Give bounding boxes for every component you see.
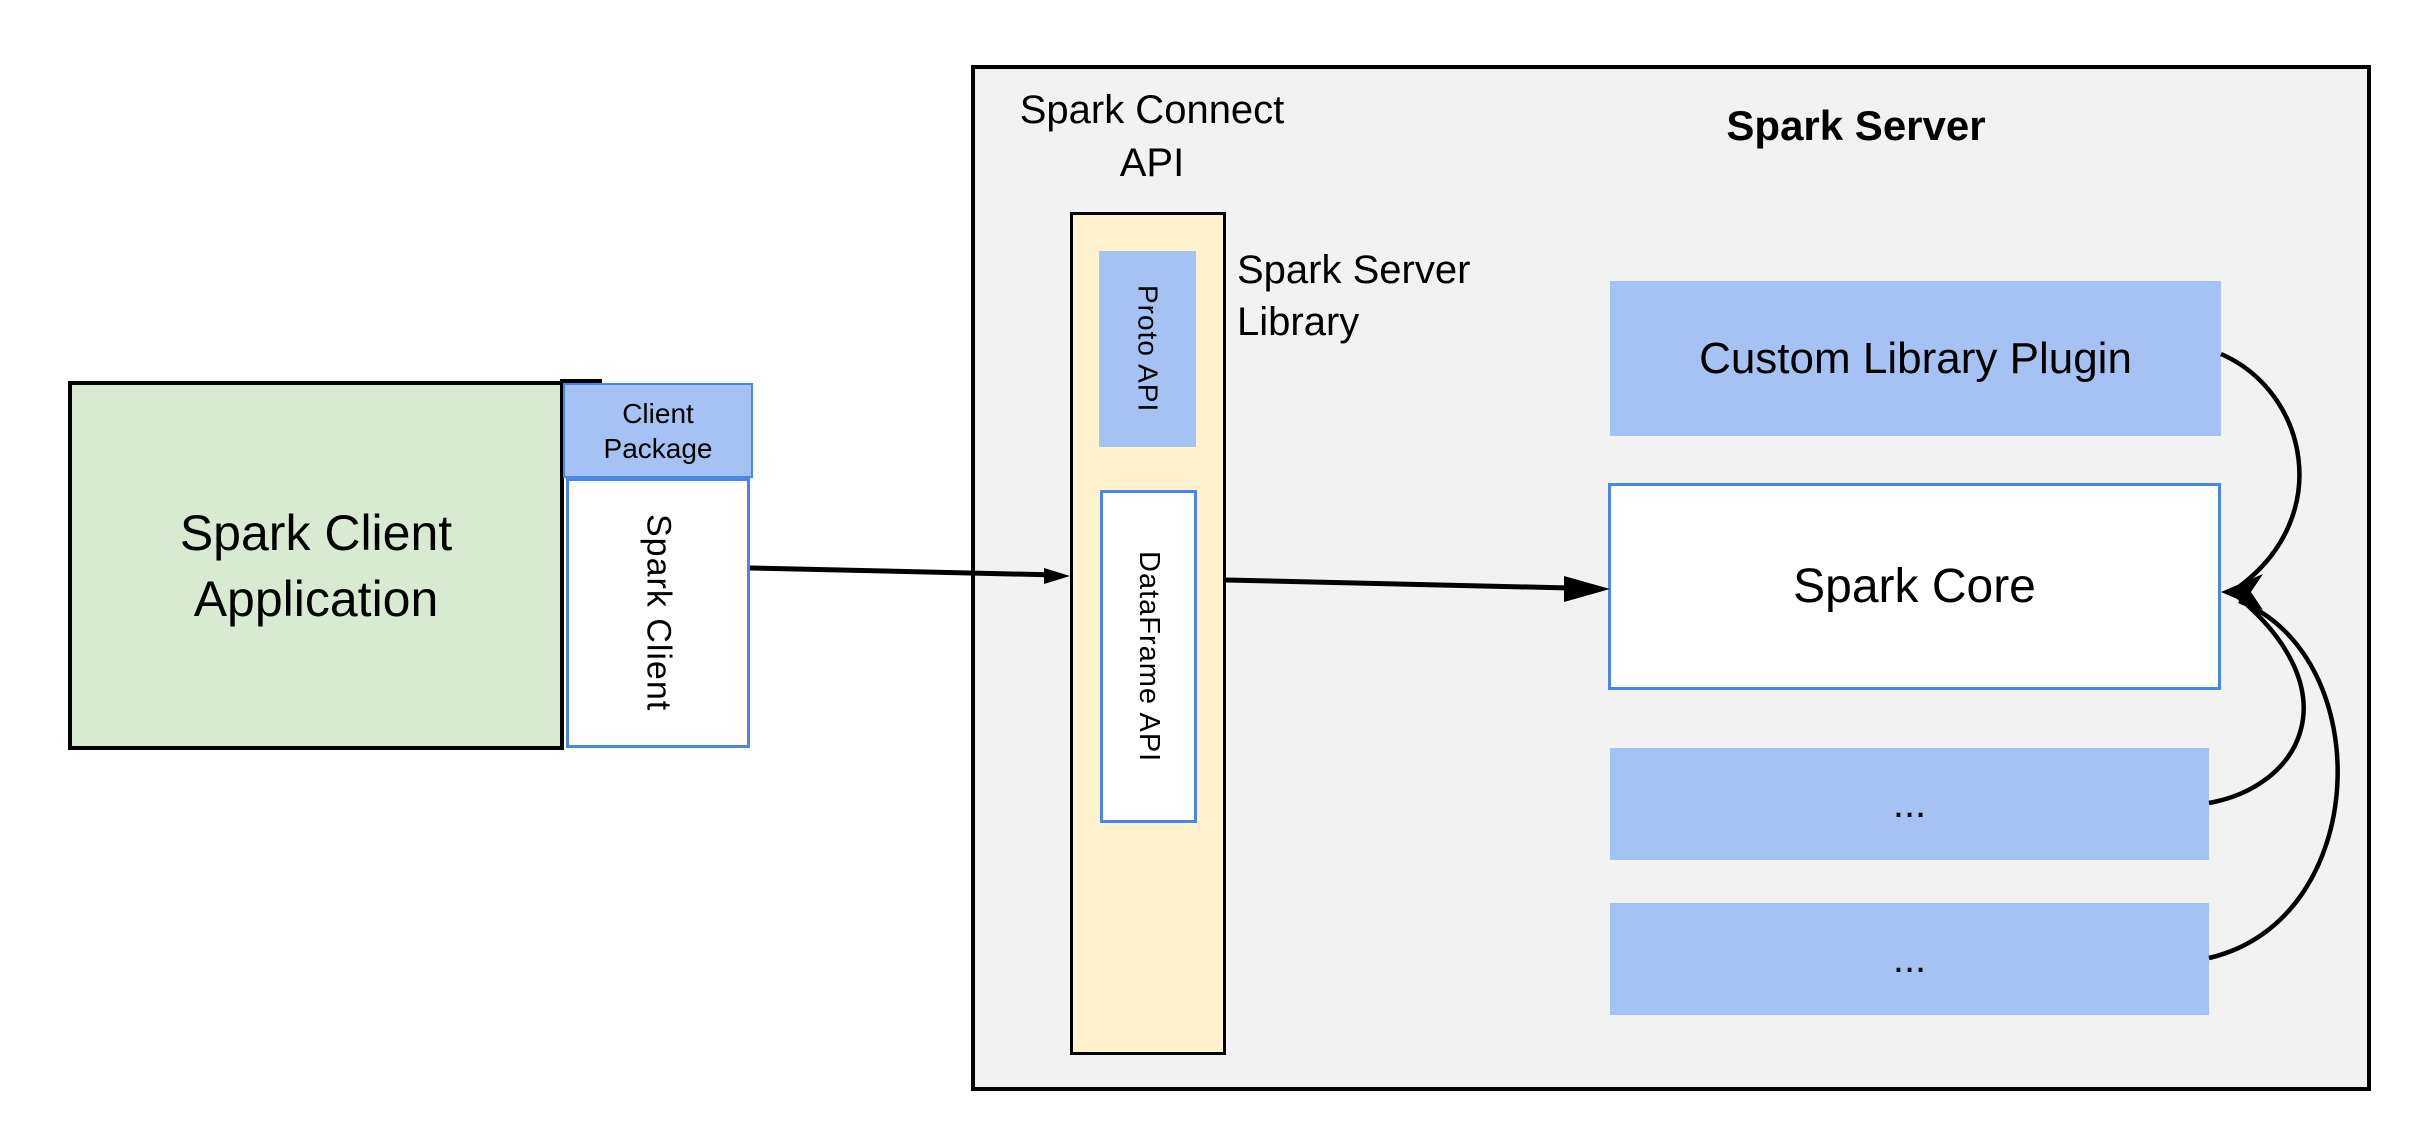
spark-core-label: Spark Core bbox=[1793, 560, 2036, 613]
spark-core-box: Spark Core bbox=[1608, 483, 2221, 690]
proto-api-box: Proto API bbox=[1099, 251, 1196, 447]
spark-server-title: Spark Server bbox=[1726, 102, 1986, 149]
spark-client-box: Spark Client bbox=[566, 478, 750, 748]
custom-library-plugin-box: Custom Library Plugin bbox=[1610, 281, 2221, 436]
proto-api-label: Proto API bbox=[1132, 285, 1164, 413]
plugin-slot-box-2: ... bbox=[1610, 903, 2209, 1015]
dataframe-api-label: DataFrame API bbox=[1133, 550, 1165, 763]
client-package-label: Client Package bbox=[603, 397, 713, 464]
spark-client-application-label: Spark Client Application bbox=[179, 504, 453, 627]
client-app-top-border-extension bbox=[560, 379, 602, 383]
plugin-slot-box-1: ... bbox=[1610, 748, 2209, 860]
spark-client-application-box: Spark Client Application bbox=[68, 381, 564, 750]
custom-library-plugin-label: Custom Library Plugin bbox=[1699, 333, 2132, 383]
spark-connect-api-title-text: Spark Connect API bbox=[1019, 88, 1285, 185]
spark-connect-api-title: Spark Connect API bbox=[977, 84, 1327, 190]
client-package-box: Client Package bbox=[563, 383, 753, 478]
plugin-slot-2-label: ... bbox=[1892, 936, 1927, 981]
plugin-slot-1-label: ... bbox=[1892, 781, 1927, 826]
spark-server-library-label: Spark Server Library bbox=[1237, 248, 1471, 344]
spark-client-label: Spark Client bbox=[639, 514, 678, 712]
dataframe-api-box: DataFrame API bbox=[1100, 490, 1197, 823]
